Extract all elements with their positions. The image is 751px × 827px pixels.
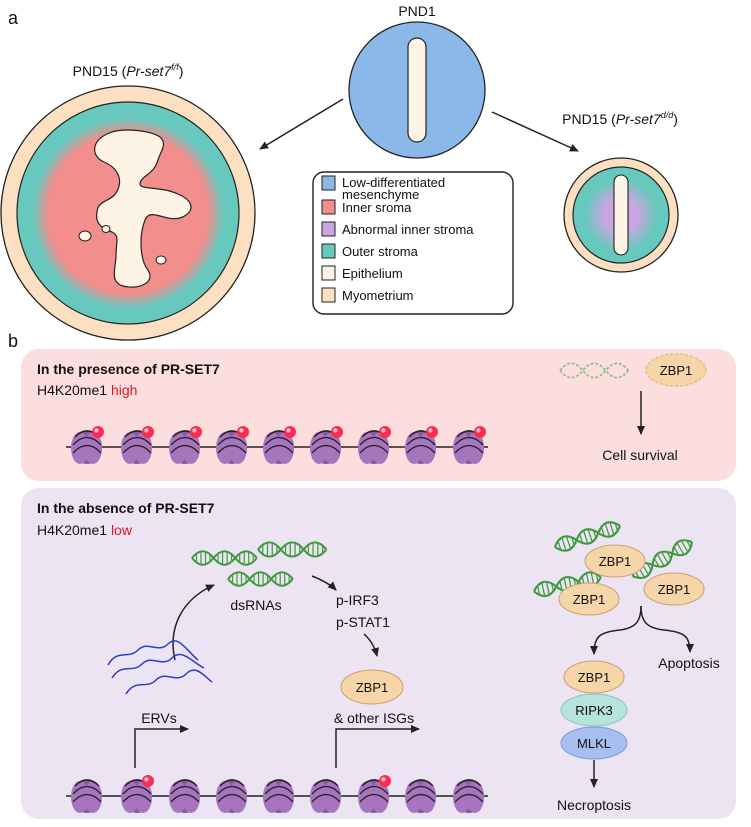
cell-survival-label: Cell survival xyxy=(602,447,677,463)
bot-nucs-nucleosome-0 xyxy=(70,778,103,814)
legend-label-3: Outer stroma xyxy=(342,244,419,259)
top-nucs-methyl-mark-2 xyxy=(190,426,202,438)
necroptosis-branch-arrow xyxy=(590,605,642,655)
top-nucs-methyl-mark-6 xyxy=(379,426,391,438)
erv-transcription-arrow xyxy=(134,725,189,768)
bot-nucs-nucleosome-2 xyxy=(168,778,201,814)
ripk3-oval xyxy=(560,693,628,727)
bot-nucs-methyl-mark-6 xyxy=(379,775,391,787)
legend-swatch-1 xyxy=(321,199,336,215)
legend-label-5: Myometrium xyxy=(342,288,414,303)
zbp1-faint-label: ZBP1 xyxy=(660,363,693,378)
legend-label-4: Epithelium xyxy=(342,266,403,281)
cluster-zbp1-c: ZBP1 xyxy=(658,582,691,597)
left-uterus-section xyxy=(0,85,256,341)
absence-mark-label: H4K20me1 low xyxy=(37,522,133,538)
p-irf3-label: p-IRF3 xyxy=(336,592,379,608)
stat1-to-zbp1-arrow xyxy=(363,633,379,657)
top-nucs-methyl-mark-8 xyxy=(474,426,486,438)
legend-swatch-5 xyxy=(321,287,336,303)
top-nucs-methyl-mark-3 xyxy=(237,426,249,438)
legend-swatch-2 xyxy=(321,221,336,237)
top-nucs-methyl-mark-0 xyxy=(92,426,104,438)
right-uterus-section xyxy=(563,157,679,273)
ripk3-label: RIPK3 xyxy=(575,703,613,718)
zbp1-dsrna-cluster xyxy=(531,518,705,616)
erv-to-dsrna-arrow xyxy=(172,584,215,661)
absence-title: In the absence of PR-SET7 xyxy=(37,500,215,516)
apoptosis-label: Apoptosis xyxy=(658,655,719,671)
top-nucs-methyl-mark-7 xyxy=(426,426,438,438)
left-section-label: PND15 (Pr-set7f/f) xyxy=(73,62,184,79)
other-isgs-label: & other ISGs xyxy=(334,710,414,726)
absence-nucleosomes xyxy=(70,775,485,814)
presence-title: In the presence of PR-SET7 xyxy=(37,361,220,377)
cluster-zbp1-a: ZBP1 xyxy=(599,554,632,569)
necroptosis-label: Necroptosis xyxy=(557,797,631,813)
top-nucs-methyl-mark-5 xyxy=(331,426,343,438)
zbp1-gene-label: ZBP1 xyxy=(356,680,389,695)
legend-swatch-0 xyxy=(321,175,336,191)
necro-zbp1-label: ZBP1 xyxy=(578,670,611,685)
pnd1-label: PND1 xyxy=(398,3,436,19)
apoptosis-branch-arrow xyxy=(640,605,694,653)
legend-swatch-4 xyxy=(321,265,336,281)
bot-nucs-nucleosome-8 xyxy=(452,778,485,814)
isg-transcription-arrow xyxy=(335,725,420,768)
left-epithelium-lumen xyxy=(94,129,192,288)
erv-transcripts xyxy=(107,640,213,695)
legend-label-2: Abnormal inner stroma xyxy=(342,222,474,237)
right-section-label: PND15 (Pr-set7d/d) xyxy=(562,110,678,127)
arrow-to-left-section xyxy=(259,98,344,150)
dsrnas-label: dsRNAs xyxy=(230,597,281,613)
panel-b-letter: b xyxy=(8,331,18,351)
bot-nucs-nucleosome-4 xyxy=(262,778,295,814)
ervs-label: ERVs xyxy=(141,710,177,726)
panel-a-letter: a xyxy=(8,8,19,28)
bot-nucs-nucleosome-7 xyxy=(404,778,437,814)
top-nucs-methyl-mark-1 xyxy=(142,426,154,438)
cluster-zbp1-b: ZBP1 xyxy=(573,592,606,607)
arrow-to-right-section xyxy=(491,111,579,152)
bot-nucs-methyl-mark-1 xyxy=(142,775,154,787)
pnd1-uterus-section xyxy=(348,21,486,159)
p-stat1-label: p-STAT1 xyxy=(336,614,390,630)
legend-label-0-line2: mesenchyme xyxy=(342,187,419,202)
presence-mark-label: H4K20me1 high xyxy=(37,382,137,398)
dsrna-to-irf3-arrow xyxy=(311,575,337,591)
zbp1-faint-oval xyxy=(645,353,707,387)
bot-nucs-nucleosome-5 xyxy=(309,778,342,814)
mlkl-oval xyxy=(560,726,628,760)
legend-label-0: Low-differentiated xyxy=(342,175,445,190)
mlkl-label: MLKL xyxy=(577,736,611,751)
zbp1-gene-product xyxy=(340,669,404,705)
top-nucs-methyl-mark-4 xyxy=(284,426,296,438)
necro-zbp1-oval xyxy=(563,660,625,694)
legend-label-1: Inner sroma xyxy=(342,200,412,215)
presence-nucleosomes xyxy=(70,426,486,465)
bot-nucs-nucleosome-3 xyxy=(215,778,248,814)
legend-swatch-3 xyxy=(321,243,336,259)
